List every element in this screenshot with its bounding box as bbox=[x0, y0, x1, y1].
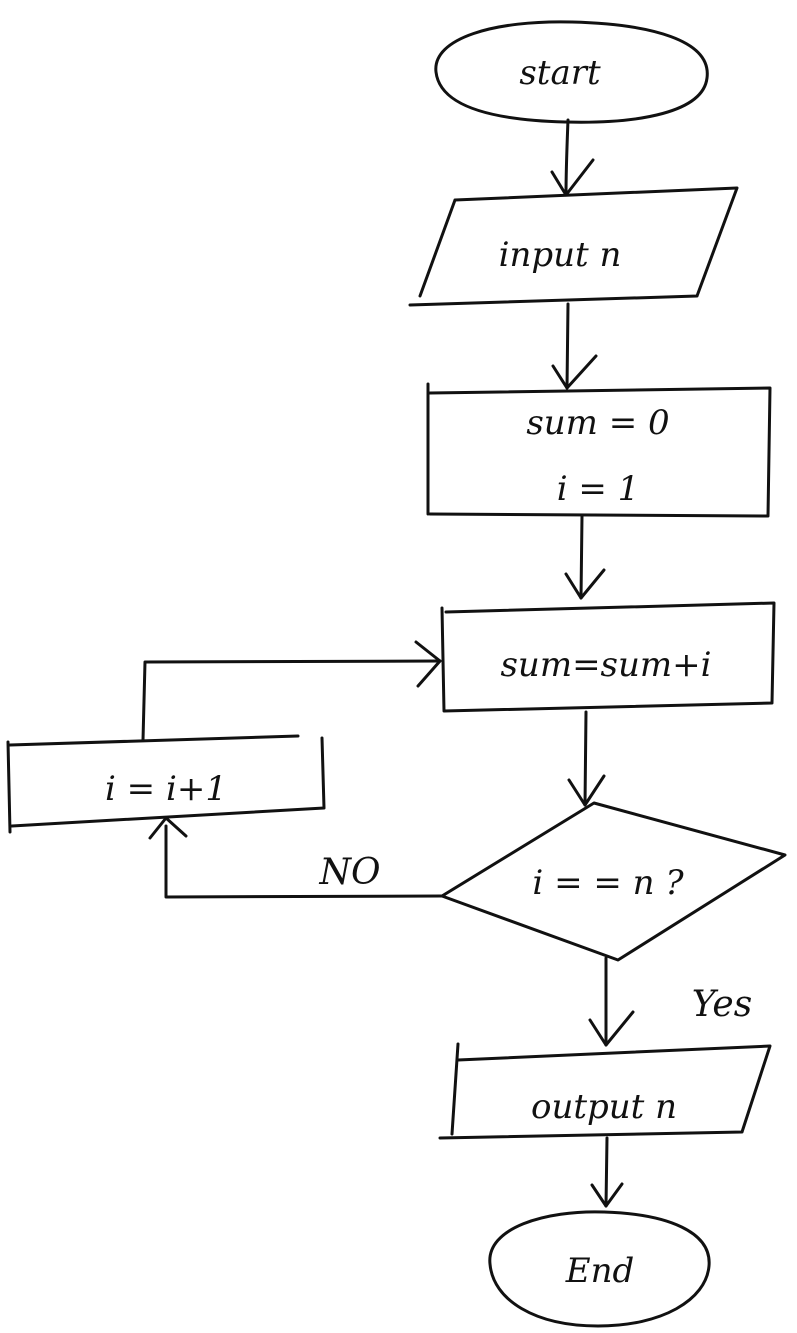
edge-accumulate-to-decision bbox=[567, 710, 606, 807]
edge-init-to-accumulate bbox=[564, 514, 606, 600]
edge-decision-to-output-arrowhead bbox=[588, 1010, 635, 1047]
edge-increment-to-accumulate bbox=[141, 640, 442, 742]
increment-node-label: i = i+1 bbox=[105, 769, 227, 809]
input-node-label: input n bbox=[499, 235, 622, 275]
edge-accumulate-to-decision-line bbox=[583, 710, 588, 807]
edge-input-to-init bbox=[551, 302, 598, 390]
output-node-label: output n bbox=[531, 1087, 677, 1127]
output-node: output n bbox=[438, 1042, 772, 1140]
edge-no-label: NO bbox=[318, 852, 380, 893]
edge-decision-to-output: Yes bbox=[588, 956, 752, 1047]
edge-start-to-input-arrowhead bbox=[550, 158, 595, 197]
edge-decision-to-increment: NO bbox=[148, 816, 444, 899]
output-node-shape bbox=[438, 1042, 772, 1140]
edge-input-to-init-arrowhead bbox=[551, 354, 598, 390]
increment-node: i = i+1 bbox=[6, 734, 326, 834]
edge-decision-to-increment-arrowhead bbox=[148, 816, 188, 840]
edge-decision-to-increment-line bbox=[164, 824, 444, 899]
end-node: End bbox=[488, 1210, 711, 1328]
end-node-shape bbox=[488, 1210, 711, 1328]
start-node-shape bbox=[434, 20, 709, 124]
accumulate-node-shape bbox=[440, 601, 776, 713]
input-node-shape bbox=[408, 186, 739, 307]
decision-node-label: i = = n ? bbox=[532, 863, 684, 903]
decision-node: i = = n ? bbox=[440, 801, 787, 962]
edge-increment-to-accumulate-line bbox=[141, 659, 442, 742]
edge-output-to-end-line bbox=[604, 1136, 609, 1208]
init-node-line2: i = 1 bbox=[557, 469, 640, 509]
accumulate-node: sum=sum+i bbox=[440, 601, 776, 713]
edge-start-to-input bbox=[550, 118, 595, 197]
edge-input-to-init-line bbox=[565, 302, 570, 390]
edge-init-to-accumulate-line bbox=[579, 514, 584, 600]
edge-output-to-end-arrowhead bbox=[590, 1182, 624, 1208]
edge-yes-label: Yes bbox=[692, 984, 752, 1025]
start-node-label: start bbox=[519, 53, 601, 93]
decision-node-shape bbox=[440, 801, 787, 962]
init-node-line1: sum = 0 bbox=[526, 403, 669, 443]
input-node: input n bbox=[408, 186, 739, 307]
start-node: start bbox=[434, 20, 709, 124]
edge-start-to-input-line bbox=[564, 118, 570, 197]
init-node-shape bbox=[426, 382, 772, 518]
edge-output-to-end bbox=[590, 1136, 624, 1208]
increment-node-shape bbox=[6, 734, 326, 834]
init-node: sum = 0 i = 1 bbox=[426, 382, 772, 518]
accumulate-node-label: sum=sum+i bbox=[500, 645, 711, 685]
edge-accumulate-to-decision-arrowhead bbox=[567, 774, 606, 807]
edge-increment-to-accumulate-arrowhead bbox=[414, 640, 442, 688]
edge-init-to-accumulate-arrowhead bbox=[564, 568, 606, 600]
end-node-label: End bbox=[565, 1251, 634, 1291]
